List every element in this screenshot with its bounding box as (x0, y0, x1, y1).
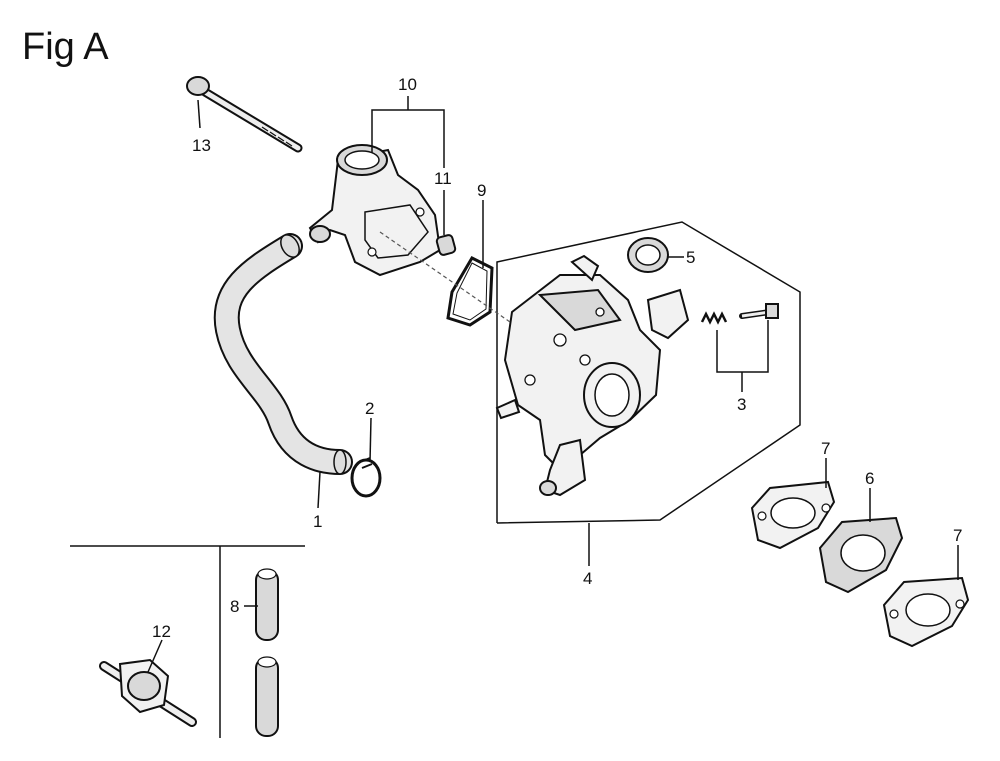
callout-12: 12 (152, 622, 171, 641)
callout-7-lower: 7 (953, 526, 962, 545)
callout-10: 10 (398, 75, 417, 94)
leader-lines (147, 96, 959, 673)
bolt-part-13 (186, 76, 303, 153)
pin-part-11 (435, 234, 457, 256)
elbow-housing-part-10 (308, 144, 442, 277)
seal-part-5 (627, 237, 669, 273)
gasket-part-9 (446, 256, 494, 327)
carburetor-part-4 (495, 254, 690, 497)
fuel-filter-part-12 (99, 658, 197, 727)
callout-3: 3 (737, 395, 746, 414)
figure-title: Fig A (22, 26, 109, 68)
callout-6: 6 (865, 469, 874, 488)
callout-7-upper: 7 (821, 439, 830, 458)
callout-8: 8 (230, 597, 239, 616)
fuel-tubes-part-8 (255, 568, 279, 737)
callout-11: 11 (434, 169, 452, 188)
callout-9: 9 (477, 181, 486, 200)
callout-13: 13 (192, 136, 211, 155)
spring-screw-part-3 (700, 303, 779, 325)
gasket-part-7-upper (750, 480, 836, 550)
callout-5: 5 (686, 248, 695, 267)
insulator-part-6 (818, 516, 904, 594)
clip-part-2 (350, 457, 382, 498)
callout-4: 4 (583, 569, 592, 588)
callout-2: 2 (365, 399, 374, 418)
callout-1: 1 (313, 512, 322, 531)
hose-part-1 (213, 233, 353, 475)
gasket-part-7-lower (882, 576, 970, 648)
